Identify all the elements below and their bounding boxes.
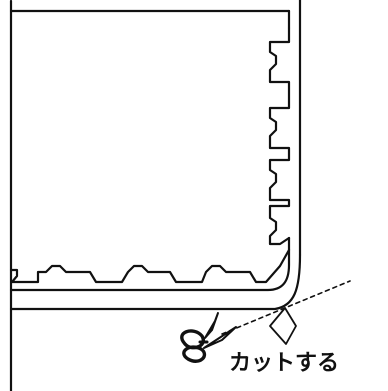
inner-edge bbox=[9, 236, 291, 292]
cut-label: カットする bbox=[229, 351, 340, 376]
right-puzzle-teeth bbox=[268, 26, 291, 246]
bottom-puzzle-teeth bbox=[9, 248, 291, 284]
cut-corner-piece-icon bbox=[269, 307, 297, 345]
cut-guide-line bbox=[221, 280, 351, 335]
outer-rounded-corner bbox=[9, 253, 302, 311]
scissors-icon bbox=[180, 312, 237, 363]
